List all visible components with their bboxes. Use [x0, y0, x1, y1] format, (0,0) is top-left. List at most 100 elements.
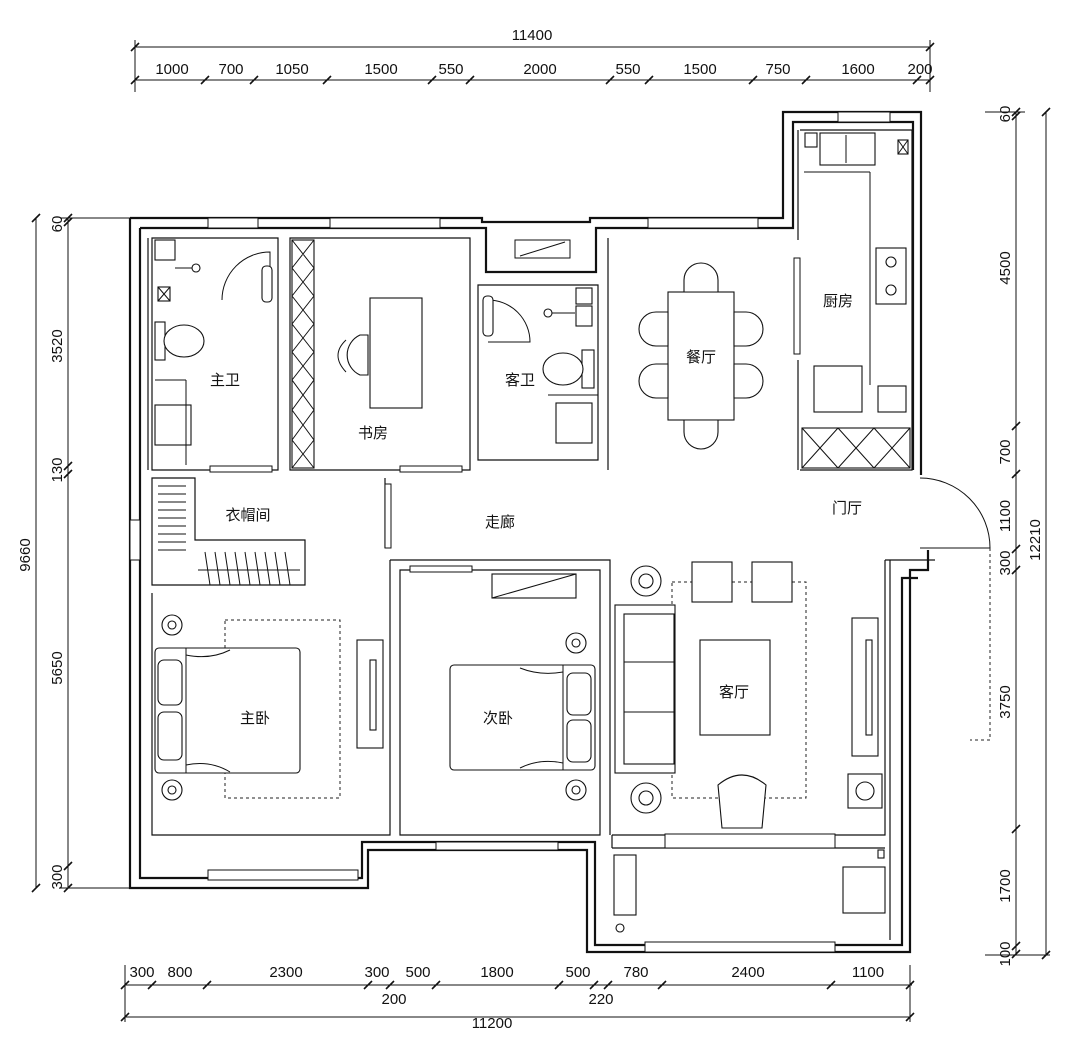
bottom-sub-dim-1: 200	[381, 991, 406, 1008]
second-bed	[449, 664, 596, 771]
top-dim-1: 1000	[155, 61, 188, 78]
right-dim-5: 300	[997, 550, 1014, 575]
window-bottom-master	[207, 869, 359, 881]
door-master-bath	[221, 251, 271, 301]
bottom-dim-7: 500	[565, 964, 590, 981]
window-top-dining	[647, 217, 759, 229]
top-dim-4: 1500	[364, 61, 397, 78]
top-total-dim: 11400	[512, 27, 553, 44]
room-labels: 主卫 书房 客卫 餐厅 厨房 衣帽间 走廊 门厅 主卧 次卧 客厅	[210, 293, 862, 727]
study-bookcase	[291, 239, 315, 469]
door-entrance	[919, 477, 991, 549]
label-corridor: 走廊	[485, 514, 515, 531]
dining-chair-left-2	[638, 363, 669, 399]
top-dim-10: 1600	[841, 61, 874, 78]
right-total-dim: 12210	[1027, 519, 1044, 561]
label-master-bedroom: 主卧	[240, 710, 270, 727]
door-bath-slide	[209, 465, 273, 473]
coffee-table	[699, 639, 771, 736]
label-cloakroom: 衣帽间	[225, 507, 270, 524]
bottom-dim-3: 2300	[269, 964, 302, 981]
dining-chair-top	[683, 262, 719, 293]
left-dim-2: 3520	[49, 329, 66, 362]
shower-drain-icon	[191, 263, 201, 273]
bottom-dim-1: 300	[129, 964, 154, 981]
dining-chair-right-1	[733, 311, 764, 347]
bottom-dim-8: 780	[623, 964, 648, 981]
window-bottom-balcony	[644, 941, 836, 953]
right-dim-6: 3750	[997, 685, 1014, 718]
door-second-slide	[409, 565, 473, 573]
door-guest-bath	[487, 299, 531, 343]
right-dim-2: 4500	[997, 251, 1014, 284]
right-dimensions: 60 4500 700 1100 300 3750 1700 100 12210	[985, 106, 1051, 967]
right-dim-7: 1700	[997, 869, 1014, 902]
master-pillow-2	[157, 711, 183, 761]
top-dim-3: 1050	[275, 61, 308, 78]
label-dining: 餐厅	[686, 349, 716, 366]
left-dim-3: 130	[49, 457, 66, 482]
ottoman-1	[691, 561, 733, 603]
study-desk	[369, 297, 423, 409]
left-dim-4: 5650	[49, 651, 66, 684]
master-bed	[154, 647, 301, 774]
label-living-room: 客厅	[719, 684, 749, 701]
door-study-slide	[399, 465, 463, 473]
dining-table	[667, 291, 735, 421]
right-dim-1: 60	[997, 106, 1014, 123]
doors	[209, 251, 991, 849]
door-master-slide	[384, 483, 392, 549]
right-dim-3: 700	[997, 439, 1014, 464]
study-chair	[346, 334, 369, 376]
top-dim-7: 550	[615, 61, 640, 78]
label-second-bedroom: 次卧	[483, 710, 513, 727]
bottom-dimensions: 300 800 2300 300 500 1800 500 780 2400 1…	[120, 964, 915, 1032]
balcony-washer	[842, 866, 886, 914]
bottom-dim-4: 300	[364, 964, 389, 981]
sink-guest	[555, 402, 593, 444]
left-dimensions: 9660 60 3520 130 5650 300	[17, 213, 135, 893]
dining-chair-right-2	[733, 363, 764, 399]
window-top-kitchen	[837, 111, 891, 123]
kitchen-sink	[819, 132, 876, 166]
label-master-bath: 主卫	[210, 372, 240, 389]
top-dim-8: 1500	[683, 61, 716, 78]
bottom-dim-5: 500	[405, 964, 430, 981]
sink-master	[154, 404, 192, 446]
bottom-dim-10: 1100	[852, 964, 884, 981]
label-foyer: 门厅	[832, 500, 862, 517]
bottom-dim-2: 800	[167, 964, 192, 981]
label-kitchen: 厨房	[823, 293, 853, 310]
bottom-total-dim: 11200	[472, 1015, 513, 1032]
top-dimensions: 11400 1000 700 1050 1500 550 2000 550 15…	[130, 27, 935, 92]
top-dim-6: 2000	[523, 61, 556, 78]
cloakroom-rack	[158, 485, 300, 586]
stove	[875, 247, 907, 305]
dining-chair-left-1	[638, 311, 669, 347]
window-bottom-second	[435, 841, 559, 851]
bottom-sub-dim-2: 220	[588, 991, 613, 1008]
top-dim-11: 200	[907, 61, 932, 78]
top-dim-9: 750	[765, 61, 790, 78]
armchair	[717, 774, 767, 829]
top-dim-2: 700	[218, 61, 243, 78]
right-dim-8: 100	[997, 941, 1014, 966]
ottoman-2	[751, 561, 793, 603]
bottom-dim-9: 2400	[731, 964, 764, 981]
living-tv-cabinet	[851, 617, 879, 757]
fridge	[813, 365, 863, 413]
door-kitchen-slide	[793, 257, 801, 355]
bottom-dim-6: 1800	[480, 964, 513, 981]
master-pillow-1	[157, 659, 183, 706]
master-rug	[224, 619, 341, 799]
exterior-walls	[128, 110, 930, 954]
label-guest-bath: 客卫	[505, 372, 535, 389]
left-total-dim: 9660	[17, 538, 34, 571]
top-dim-5: 550	[438, 61, 463, 78]
right-dim-4: 1100	[997, 500, 1014, 532]
window-top-study	[329, 217, 441, 229]
dining-chair-bottom	[683, 419, 719, 450]
door-balcony-slide	[664, 833, 836, 849]
left-dim-1: 60	[49, 216, 66, 233]
